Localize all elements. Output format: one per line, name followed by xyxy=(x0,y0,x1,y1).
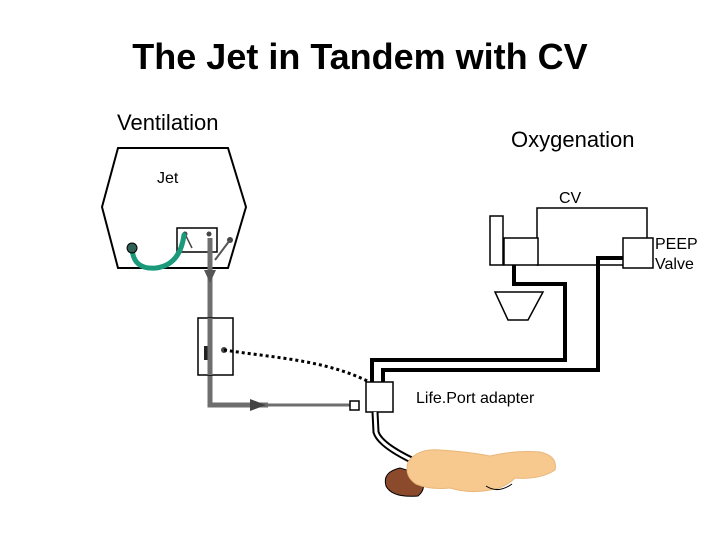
jet-tubing xyxy=(207,238,268,408)
peep-label-line2: Valve xyxy=(655,256,694,273)
cv-expiratory-tube xyxy=(381,256,623,385)
pressure-monitoring-line xyxy=(223,348,376,387)
humidifier xyxy=(493,291,545,321)
lifeport-adapter-label: Life.Port adapter xyxy=(416,390,535,407)
lifeport-adapter xyxy=(365,381,394,413)
patient-figure xyxy=(384,449,556,497)
cv-side-panel xyxy=(489,215,504,266)
jet-tube-connector xyxy=(349,400,360,411)
cv-label: CV xyxy=(559,190,582,207)
peep-label-line1: PEEP xyxy=(655,236,698,253)
oxygenation-label: Oxygenation xyxy=(511,127,635,152)
pinch-valve xyxy=(197,317,234,376)
green-loop-connector xyxy=(126,242,138,254)
slide-title: The Jet in Tandem with CV xyxy=(132,36,588,77)
jet-label: Jet xyxy=(157,170,179,187)
peep-valve xyxy=(622,237,654,269)
cv-port xyxy=(503,237,539,266)
cv-inspiratory-tube xyxy=(370,265,567,385)
jet-ventilator-box xyxy=(100,147,248,269)
jet-arrow-right xyxy=(250,399,266,411)
green-loop-tube xyxy=(129,232,187,271)
patient-body xyxy=(406,449,556,493)
jet-arrow-down xyxy=(204,270,216,283)
ventilation-label: Ventilation xyxy=(117,110,219,135)
peep-valve-label: PEEP Valve xyxy=(655,235,698,275)
